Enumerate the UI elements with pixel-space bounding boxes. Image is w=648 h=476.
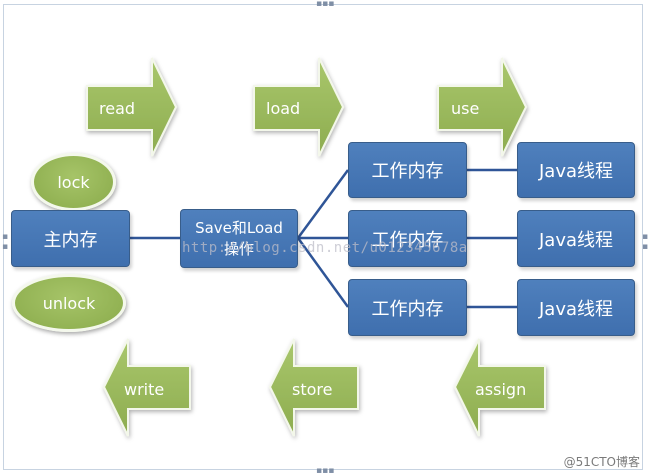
- java-thread-box-2: Java线程: [517, 210, 635, 267]
- working-memory-label-2: 工作内存: [371, 229, 444, 251]
- lock-ellipse: lock: [31, 153, 116, 211]
- arrow-load: [253, 57, 345, 157]
- working-memory-label-1: 工作内存: [371, 161, 444, 182]
- connector-saveload-to-wm1: [296, 169, 350, 239]
- arrow-read-label: read: [99, 99, 136, 118]
- main-memory-label: 主内存: [43, 229, 98, 251]
- save-load-label-line1: Save和Load: [195, 218, 283, 237]
- working-memory-box-1: 工作内存: [348, 142, 467, 198]
- lock-label: lock: [57, 172, 90, 192]
- arrow-assign: [453, 338, 546, 437]
- arrow-load-label: load: [266, 99, 301, 118]
- java-thread-label-3: Java线程: [538, 298, 614, 320]
- footer-credit: @51CTO博客: [563, 455, 640, 469]
- save-load-box: Save和Load 操作: [180, 209, 298, 268]
- arrow-store-label: store: [292, 380, 333, 399]
- arrow-assign-label: assign: [475, 380, 527, 399]
- unlock-label: unlock: [42, 293, 96, 313]
- resize-handle-top[interactable]: ▪▪▪: [316, 0, 335, 9]
- resize-handle-right[interactable]: ▪▪: [640, 232, 648, 252]
- java-thread-box-1: Java线程: [517, 142, 635, 198]
- arrow-write-label: write: [124, 380, 165, 399]
- arrow-read: [86, 57, 178, 157]
- java-thread-label-2: Java线程: [538, 229, 614, 251]
- unlock-ellipse: unlock: [12, 274, 126, 332]
- resize-handle-bottom[interactable]: ▪▪▪: [316, 466, 335, 476]
- working-memory-box-3: 工作内存: [348, 279, 467, 336]
- watermark-url: http://blog.csdn.net/u012345678a: [182, 240, 468, 256]
- arrow-use-label: use: [451, 99, 480, 118]
- resize-handle-left[interactable]: ▪▪: [0, 232, 10, 252]
- arrow-write: [102, 338, 191, 437]
- java-thread-label-1: Java线程: [538, 161, 614, 182]
- java-thread-box-3: Java线程: [517, 279, 635, 336]
- working-memory-label-3: 工作内存: [371, 298, 444, 320]
- main-memory-box: 主内存: [11, 210, 130, 267]
- working-memory-box-2: 工作内存: [348, 210, 467, 267]
- connector-saveload-to-wm3: [296, 237, 350, 308]
- arrow-use: [437, 57, 528, 157]
- arrow-store: [268, 338, 359, 437]
- save-load-label-line2: 操作: [223, 239, 254, 258]
